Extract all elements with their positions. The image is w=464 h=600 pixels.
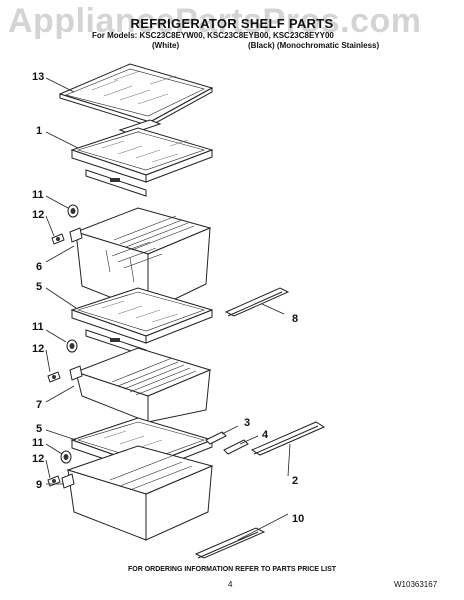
- model-list: For Models: KSC23C8EYW00, KSC23C8EYB00, …: [92, 31, 334, 40]
- drawer-slide-upper: [51, 204, 79, 245]
- document-number: W10363167: [394, 580, 438, 589]
- callout-9: 9: [36, 479, 42, 491]
- crisper-drawer-lower: [69, 347, 212, 423]
- callout-12: 12: [32, 343, 44, 355]
- trim-rail-upper: [224, 287, 290, 317]
- drawer-slide-lower: [47, 450, 72, 487]
- shelf-frame-middle: [70, 287, 214, 357]
- callout-10: 10: [292, 513, 304, 525]
- callout-6: 6: [36, 261, 42, 273]
- callout-11: 11: [32, 437, 44, 449]
- callout-3: 3: [244, 417, 250, 429]
- glass-shelf: [58, 63, 214, 135]
- callout-12: 12: [32, 209, 44, 221]
- callout-4: 4: [262, 429, 269, 441]
- callout-5: 5: [36, 423, 42, 435]
- ordering-note: FOR ORDERING INFORMATION REFER TO PARTS …: [127, 566, 337, 573]
- shelf-frame-upper: [70, 127, 214, 197]
- trim-rail-middle: [250, 421, 326, 456]
- callout-2: 2: [292, 475, 298, 487]
- callout-1: 1: [36, 125, 42, 137]
- callout-5: 5: [36, 281, 42, 293]
- callout-7: 7: [36, 399, 42, 411]
- color-black-label: (Black) (Monochromatic Stainless): [248, 41, 380, 50]
- page-title: REFRIGERATOR SHELF PARTS: [130, 16, 334, 31]
- trim-rail-lower: [194, 527, 266, 559]
- clip-3: [205, 431, 227, 445]
- callout-8: 8: [292, 313, 298, 325]
- drawer-slide-middle: [47, 339, 78, 383]
- callout-11: 11: [32, 189, 44, 201]
- watermark: AppliancePartsPros.com: [8, 2, 422, 40]
- color-white-label: (White): [152, 41, 180, 50]
- callout-13: 13: [32, 71, 44, 83]
- callout-11: 11: [32, 321, 44, 333]
- callout-12: 12: [32, 453, 44, 465]
- page-number: 4: [228, 580, 233, 589]
- bottom-pan: [61, 445, 214, 541]
